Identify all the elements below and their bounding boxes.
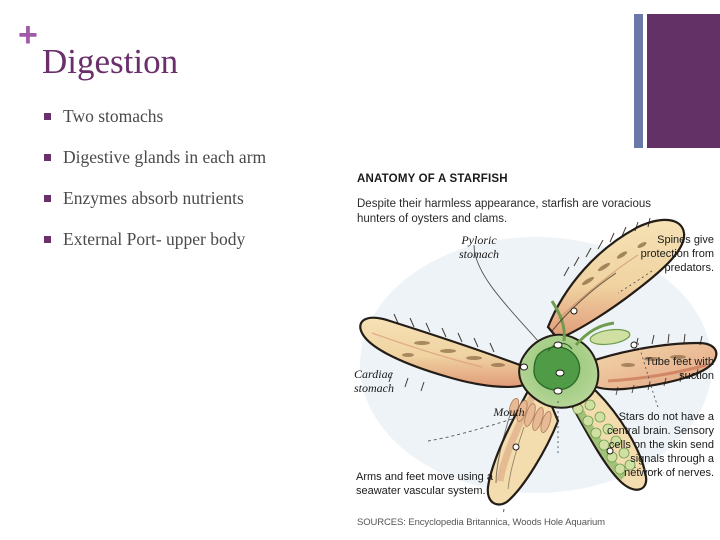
list-item-label: External Port- upper body (63, 229, 246, 249)
arm-right (580, 341, 718, 391)
decor-block-purple (647, 14, 720, 148)
callout-mouth: Mouth (493, 405, 525, 419)
bullet-square-icon (44, 236, 51, 243)
list-item: Two stomachs (42, 106, 342, 127)
leader-lines (427, 244, 665, 515)
plus-icon: + (18, 16, 38, 54)
figure-deck: Despite their harmless appearance, starf… (357, 198, 652, 225)
list-item-label: Digestive glands in each arm (63, 147, 267, 167)
callout-pyloric-stomach: Pyloric stomach (459, 233, 499, 261)
callout-nervous-system: Stars do not have a central brain. Senso… (607, 411, 714, 479)
bullet-square-icon (44, 195, 51, 202)
bullet-square-icon (44, 154, 51, 161)
callout-cardiac-stomach: Cardiac stomach (354, 367, 394, 395)
bullet-list: Two stomachs Digestive glands in each ar… (42, 106, 342, 270)
arm-upper-right (546, 218, 686, 341)
starfish-anatomy-figure: ANATOMY OF A STARFISH Despite their harm… (352, 155, 720, 540)
callout-tube-feet: Tube feet with suction (645, 356, 714, 382)
tube-feet-right (572, 399, 636, 475)
list-item-label: Enzymes absorb nutrients (63, 188, 244, 208)
pyloric-caeca (589, 328, 631, 346)
starfish-illustration (359, 217, 718, 515)
list-item-label: Two stomachs (63, 106, 164, 126)
cardiac-stomach-shape (533, 346, 581, 391)
callout-vascular-system: Arms and feet move using a seawater vasc… (356, 471, 493, 497)
digestive-glands-left (508, 397, 552, 433)
page-title: Digestion (42, 42, 179, 81)
bullet-square-icon (44, 113, 51, 120)
figure-title: ANATOMY OF A STARFISH (357, 173, 508, 185)
list-item: Digestive glands in each arm (42, 147, 342, 168)
figure-source: SOURCES: Encyclopedia Britannica, Woods … (357, 517, 605, 528)
decor-bar-blue (634, 14, 643, 148)
list-item: Enzymes absorb nutrients (42, 188, 342, 209)
callout-spines: Spines give protection from predators. (640, 234, 714, 274)
list-item: External Port- upper body (42, 229, 342, 250)
